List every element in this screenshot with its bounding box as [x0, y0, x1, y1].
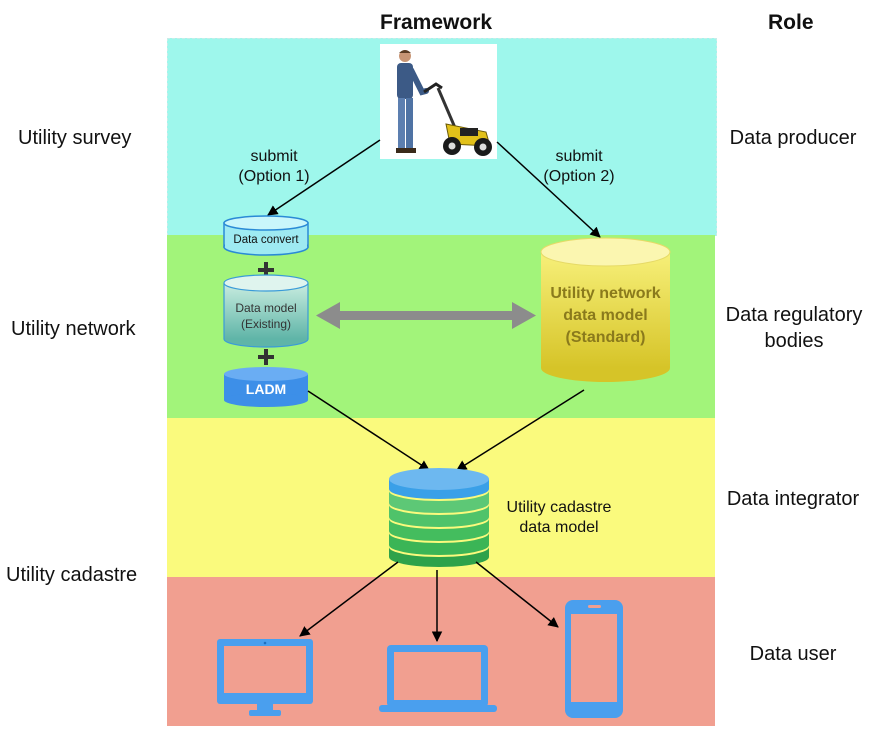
ladm-label: LADM — [245, 381, 287, 397]
data-model-existing-label: Data model (Existing) — [235, 301, 297, 331]
data-integrator-label: Data integrator — [726, 488, 860, 510]
utility-network-standard-label: Utility network data model (Standard) — [550, 285, 661, 346]
cadastre-to-desktop-arrow — [299, 561, 399, 637]
surveyor-gpr-image — [380, 44, 497, 159]
data-convert-cylinder — [223, 215, 309, 256]
utility-cadastre-model-label: Utility cadastre data model — [506, 499, 612, 536]
option1-caption: submit (Option 1) — [238, 148, 310, 185]
utility-cadastre-label: Utility cadastre — [6, 564, 138, 586]
option2-caption: submit (Option 2) — [543, 148, 615, 185]
data-model-existing-cylinder — [223, 274, 309, 348]
ladm-to-cadastre-arrow — [307, 390, 430, 471]
option2-arrow — [496, 141, 601, 238]
laptop-icon — [379, 645, 497, 712]
standard-to-cadastre-arrow — [456, 389, 585, 471]
option1-arrow — [267, 139, 381, 216]
data-regulatory-bodies-label: Data regulatory bodies — [725, 304, 863, 352]
cadastre-to-phone-arrow — [475, 561, 559, 628]
smartphone-icon — [565, 600, 623, 718]
data-user-label: Data user — [749, 643, 837, 665]
plus-icon — [258, 349, 274, 365]
data-convert-label: Data convert — [233, 234, 299, 246]
framework-header: Framework — [380, 11, 493, 34]
ladm-cylinder — [224, 367, 308, 407]
bidirectional-arrow — [316, 302, 536, 329]
utility-cadastre-database-icon — [389, 468, 489, 567]
role-header: Role — [768, 11, 814, 34]
desktop-icon — [217, 639, 313, 716]
utility-network-label: Utility network — [11, 318, 136, 340]
utility-network-standard-cylinder — [540, 237, 671, 382]
utility-survey-label: Utility survey — [18, 127, 132, 149]
data-producer-label: Data producer — [729, 127, 857, 149]
